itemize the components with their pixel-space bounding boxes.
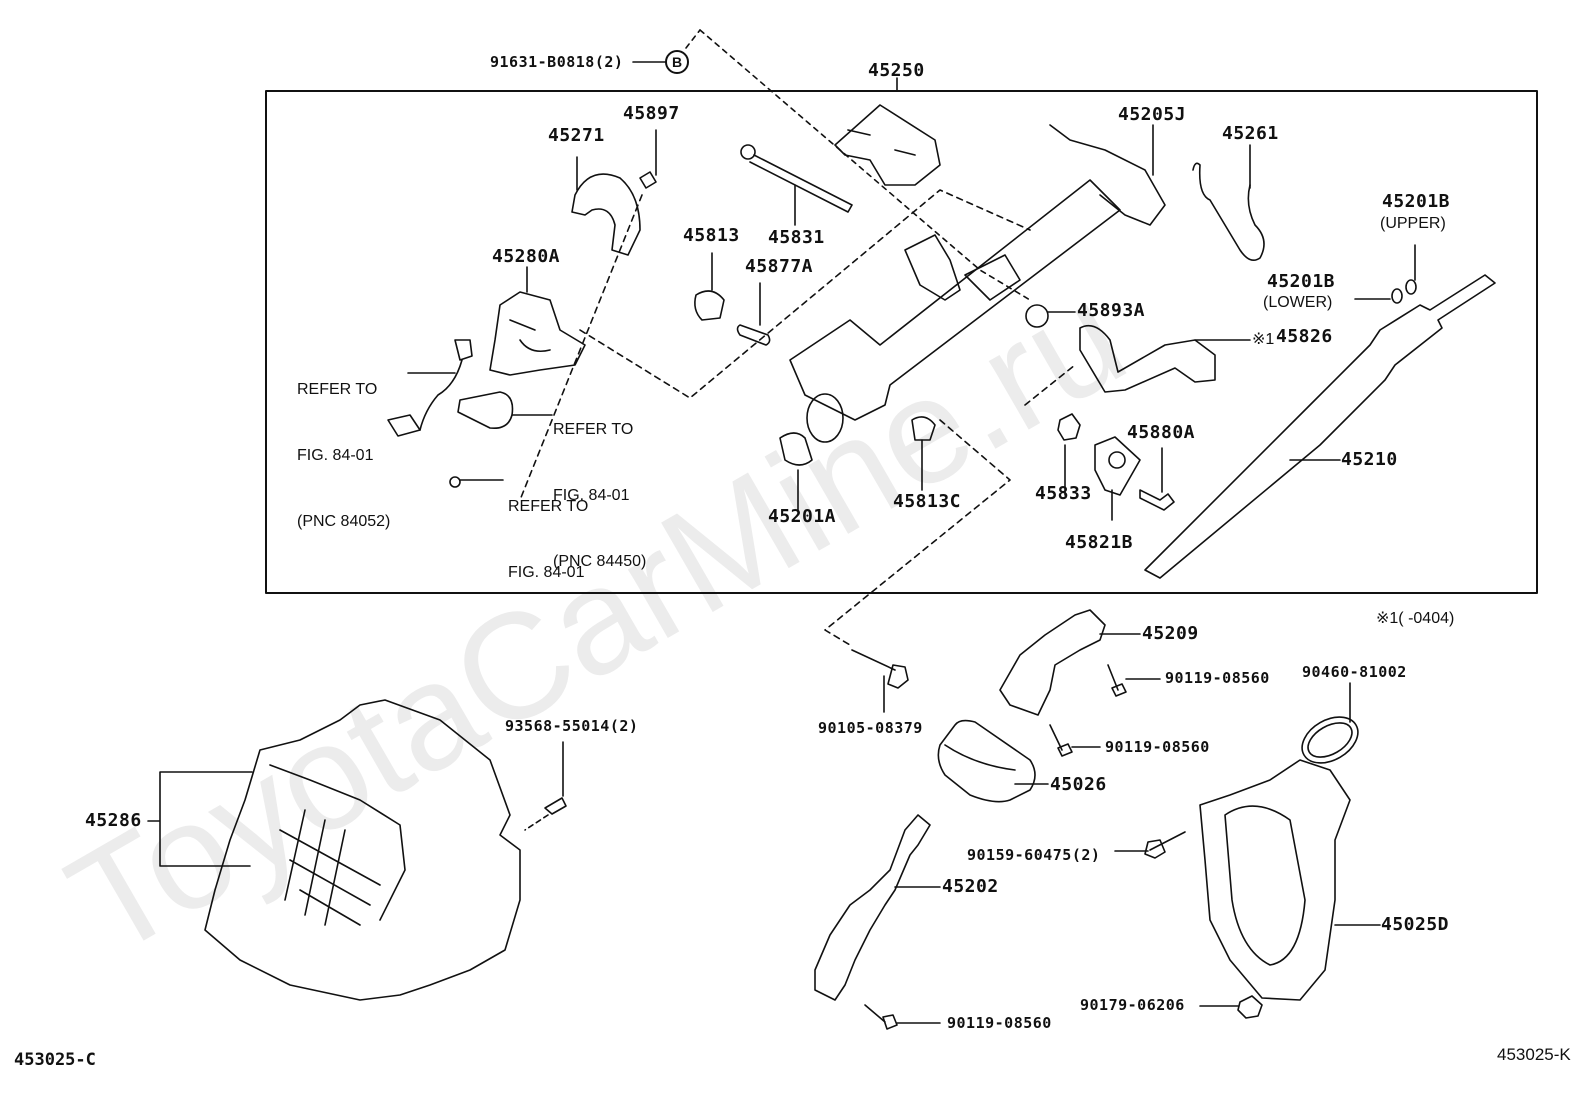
part-label-45205J[interactable]: 45205J [1118,104,1187,125]
part-label-45813[interactable]: 45813 [683,225,740,246]
ref1-line1: REFER TO [297,381,378,398]
reference-note-screw: REFER TO FIG. 84-01 [508,452,588,606]
part-label-90105-08379[interactable]: 90105-08379 [818,719,923,737]
part-label-45201B-lower[interactable]: 45201B [1267,271,1336,292]
bolt-90119-b [1049,724,1101,757]
bushing-45893A [1025,304,1076,328]
part-label-45813C[interactable]: 45813C [893,491,962,512]
assembly-group-box [265,90,1538,594]
column-tube-45205J [789,124,1166,443]
clamp-90460-81002 [1301,682,1359,764]
part-label-45831[interactable]: 45831 [768,227,825,248]
clips-45201B [1354,244,1417,304]
part-label-90119-08560-b[interactable]: 90119-08560 [1105,738,1210,756]
part-label-91631-B0818[interactable]: 91631-B0818(2) [490,53,624,71]
washer-45821B [1094,436,1141,521]
main-shaft-45210 [1144,274,1496,579]
part-label-93568-55014[interactable]: 93568-55014(2) [505,717,639,735]
part-label-45026[interactable]: 45026 [1050,774,1107,795]
pin-45877A [736,282,771,346]
screw-93568-55014 [524,741,567,831]
part-label-45250[interactable]: 45250 [868,60,925,81]
part-label-45201A[interactable]: 45201A [768,506,837,527]
part-label-45893A[interactable]: 45893A [1077,300,1146,321]
ref1-line3: (PNC 84052) [297,513,391,530]
part-label-90119-08560-c[interactable]: 90119-08560 [947,1014,1052,1032]
screw-45897 [519,129,657,501]
dust-cover-45025D [1199,759,1381,1001]
ref2-line2[interactable]: FIG. 84-01 [553,487,630,504]
tilt-lever-45826 [1079,324,1251,393]
part-label-90119-08560-a[interactable]: 90119-08560 [1165,669,1270,687]
part-label-45271[interactable]: 45271 [548,125,605,146]
bolt-45831 [740,144,853,226]
connector-harness-84052 [387,339,473,437]
ignition-switch-84450 [457,391,553,430]
part-label-45202[interactable]: 45202 [942,876,999,897]
part-label-45209[interactable]: 45209 [1142,623,1199,644]
ref2-line3: (PNC 84450) [553,553,647,570]
nut-90179-06206 [1199,995,1263,1019]
housing-45280A [489,266,586,376]
screw-84-01 [449,476,504,488]
part-label-45877A[interactable]: 45877A [745,256,814,277]
reference-note-84450: REFER TO FIG. 84-01 (PNC 84450) [553,375,646,595]
part-label-45826[interactable]: 45826 [1276,326,1333,347]
bushing-45813 [694,252,725,321]
clamp-45271 [571,156,641,256]
part-label-45833[interactable]: 45833 [1035,483,1092,504]
bushing-45813C [911,416,936,491]
part-label-90460-81002[interactable]: 90460-81002 [1302,663,1407,681]
part-label-45210[interactable]: 45210 [1341,449,1398,470]
intermediate-joint-45209 [999,609,1141,716]
upper-bracket-45250 [834,104,941,186]
callout-b-leaders [632,29,1031,301]
footnote: ※1( -0404) [1376,610,1455,627]
ref1-line2[interactable]: FIG. 84-01 [297,447,374,464]
part-label-45280A[interactable]: 45280A [492,246,561,267]
ref3-line2[interactable]: FIG. 84-01 [508,564,585,581]
lower-shaft-45202 [814,814,941,1001]
part-label-45025D[interactable]: 45025D [1381,914,1450,935]
reference-note-84052: REFER TO FIG. 84-01 (PNC 84052) [297,335,390,555]
part-label-45821B[interactable]: 45821B [1065,532,1134,553]
bolt-90105-08379 [851,649,909,713]
figure-code-left: 453025-C [14,1050,96,1070]
bolt-90119-a [1107,664,1161,697]
part-label-45201B-upper[interactable]: 45201B [1382,191,1451,212]
grommet-45201A [779,432,813,511]
boot-45026 [937,719,1049,803]
part-label-90159-60475[interactable]: 90159-60475(2) [967,846,1101,864]
part-label-45897[interactable]: 45897 [623,103,680,124]
part-label-45261[interactable]: 45261 [1222,123,1279,144]
note-upper: (UPPER) [1380,215,1446,232]
bolt-90159-60475 [1114,831,1186,859]
column-cover-45286 [147,699,521,1001]
bolt-45880A [1139,447,1175,511]
part-label-45286[interactable]: 45286 [85,810,142,831]
dashed-leaders [579,189,1076,646]
part-label-90179-06206[interactable]: 90179-06206 [1080,996,1185,1014]
note-lower: (LOWER) [1263,294,1333,311]
bolt-90119-c [864,1004,941,1030]
nut-45833 [1057,413,1081,496]
spring-45261 [1192,144,1265,261]
figure-code-right: 453025-K [1497,1045,1571,1064]
callout-b-symbol: B [665,50,689,74]
part-label-45880A[interactable]: 45880A [1127,422,1196,443]
ref2-line1: REFER TO [553,421,634,438]
ref3-line1: REFER TO [508,498,589,515]
footnote-marker-45826: ※1 [1252,331,1275,348]
